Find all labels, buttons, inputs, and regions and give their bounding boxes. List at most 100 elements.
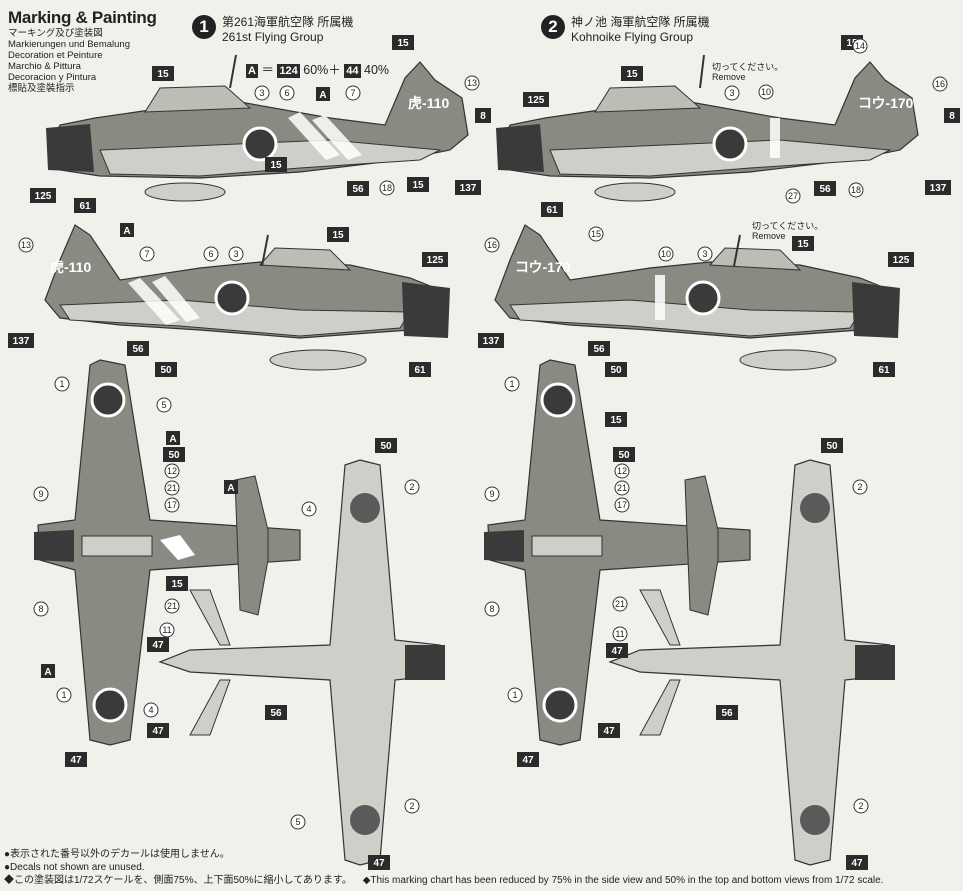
svg-text:1: 1 <box>512 690 517 700</box>
svg-text:17: 17 <box>167 500 177 510</box>
callout-56-e: 56 <box>265 705 287 720</box>
paint-pct-2: 40% <box>364 63 390 77</box>
svg-text:21: 21 <box>167 483 177 493</box>
svg-text:61: 61 <box>546 205 558 216</box>
svg-text:15: 15 <box>171 579 183 590</box>
svg-text:137: 137 <box>930 183 947 194</box>
svg-text:61: 61 <box>79 201 91 212</box>
svg-text:17: 17 <box>617 500 627 510</box>
callout-50-e: 50 <box>613 447 635 462</box>
svg-text:61: 61 <box>414 365 426 376</box>
callout-15-i: 15 <box>166 576 188 591</box>
remove-note-jp: 切ってください。 <box>712 62 784 72</box>
svg-text:27: 27 <box>788 191 798 201</box>
callout-17-b: 17 <box>614 497 630 513</box>
svg-text:56: 56 <box>270 708 282 719</box>
svg-text:47: 47 <box>522 755 534 766</box>
callout-56-b: 56 <box>127 341 149 356</box>
note-2: ●Decals not shown are unused. <box>4 862 145 873</box>
callout-A-d: A <box>224 480 238 494</box>
callout-21-c: 21 <box>614 480 630 496</box>
svg-text:A: A <box>169 434 176 445</box>
callout-47-e: 47 <box>606 643 628 658</box>
color-44-code: 44 <box>344 64 361 78</box>
callout-50-a: 50 <box>155 362 177 377</box>
svg-text:9: 9 <box>489 489 494 499</box>
svg-text:1: 1 <box>59 379 64 389</box>
svg-text:50: 50 <box>168 450 180 461</box>
svg-text:56: 56 <box>819 184 831 195</box>
svg-text:4: 4 <box>306 504 311 514</box>
svg-text:47: 47 <box>152 726 164 737</box>
callout-47-h: 47 <box>846 855 868 870</box>
callout-7-a: 7 <box>345 85 361 101</box>
svg-text:3: 3 <box>259 88 264 98</box>
callout-137-a: 137 <box>455 180 481 195</box>
callout-125-b: 125 <box>422 252 448 267</box>
callout-1-a: 1 <box>54 376 70 392</box>
callout-61-a: 61 <box>74 198 96 213</box>
svg-text:47: 47 <box>152 640 164 651</box>
svg-text:2: 2 <box>857 482 862 492</box>
paint-pct-1: 60%＋ <box>303 63 341 77</box>
paint-eq: ＝ <box>261 63 274 77</box>
svg-text:56: 56 <box>721 708 733 719</box>
svg-text:3: 3 <box>702 249 707 259</box>
aircraft-2-side-right: コウ-170 <box>494 224 900 371</box>
tail-code-1a: 虎-110 <box>408 95 449 111</box>
callout-2-b: 2 <box>404 798 420 814</box>
callout-15-a: 15 <box>392 35 414 50</box>
svg-text:7: 7 <box>144 249 149 259</box>
callout-3-a: 3 <box>254 85 270 101</box>
svg-text:47: 47 <box>603 726 615 737</box>
svg-text:56: 56 <box>593 344 605 355</box>
svg-text:13: 13 <box>467 78 477 88</box>
svg-text:15: 15 <box>270 160 282 171</box>
callout-61-d: 61 <box>873 362 895 377</box>
callout-17-a: 17 <box>164 497 180 513</box>
svg-text:A: A <box>319 90 326 101</box>
svg-text:1: 1 <box>61 690 66 700</box>
page-title: Marking & Painting <box>8 8 157 27</box>
svg-text:16: 16 <box>935 79 945 89</box>
svg-text:13: 13 <box>21 240 31 250</box>
svg-text:50: 50 <box>618 450 630 461</box>
svg-text:50: 50 <box>380 441 392 452</box>
svg-text:11: 11 <box>615 629 624 639</box>
callout-3-b: 3 <box>228 246 244 262</box>
callout-9-a: 9 <box>33 486 49 502</box>
svg-text:47: 47 <box>70 755 82 766</box>
svg-text:8: 8 <box>489 604 494 614</box>
callout-8-d: 8 <box>484 601 500 617</box>
callout-A-e: A <box>41 664 55 678</box>
svg-text:50: 50 <box>826 441 838 452</box>
callout-15-k: 15 <box>588 226 604 242</box>
callout-15-c: 15 <box>265 157 287 172</box>
callout-50-d: 50 <box>605 362 627 377</box>
callout-47-d: 47 <box>368 855 390 870</box>
svg-text:137: 137 <box>460 183 477 194</box>
title-lang-5: Decoracion y Pintura <box>8 72 97 83</box>
title-lang-2: Markierungen und Bemalung <box>8 39 130 50</box>
svg-text:A: A <box>44 667 51 678</box>
remove-note-en-2: Remove <box>752 231 786 241</box>
callout-12-a: 12 <box>164 463 180 479</box>
title-lang-6: 標貼及塗裝指示 <box>8 83 75 94</box>
callout-13-a: 13 <box>464 75 480 91</box>
callout-6-a: 6 <box>279 85 295 101</box>
svg-text:50: 50 <box>160 365 172 376</box>
svg-text:18: 18 <box>851 185 861 195</box>
paint-mix-formula: A ＝ 124 60%＋ 44 40% <box>246 59 389 78</box>
svg-text:137: 137 <box>13 336 30 347</box>
callout-11-a: 11 <box>159 622 175 638</box>
svg-text:137: 137 <box>483 336 500 347</box>
callout-3-d: 3 <box>697 246 713 262</box>
svg-text:5: 5 <box>295 817 300 827</box>
svg-text:2: 2 <box>409 801 414 811</box>
callout-2-a: 2 <box>404 479 420 495</box>
callout-18-b: 18 <box>848 182 864 198</box>
callout-56-d: 56 <box>588 341 610 356</box>
callout-16-b: 16 <box>484 237 500 253</box>
svg-text:21: 21 <box>617 483 627 493</box>
callout-1-d: 1 <box>507 687 523 703</box>
